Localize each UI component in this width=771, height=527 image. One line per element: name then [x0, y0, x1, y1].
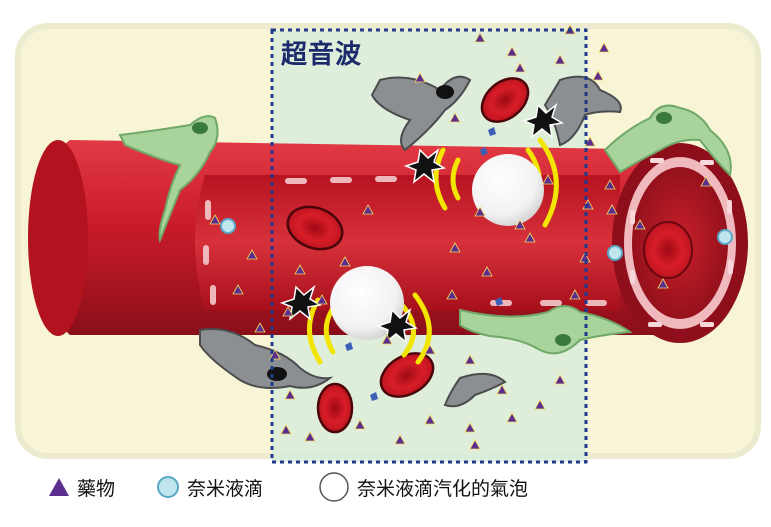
- triangle-icon: [49, 478, 69, 496]
- drug-triangle: [496, 384, 508, 395]
- drug-triangle: [284, 389, 296, 400]
- drug-triangle: [294, 264, 306, 275]
- legend-bubble-label: 奈米液滴汽化的氣泡: [357, 477, 529, 500]
- drug-triangle: [554, 54, 566, 65]
- legend-item-bubble: 奈米液滴汽化的氣泡: [318, 470, 528, 504]
- drug-triangle: [246, 249, 258, 260]
- drug-triangle: [424, 344, 436, 355]
- drug-triangle: [449, 112, 461, 123]
- drug-triangle: [381, 334, 393, 345]
- red-blood-cell: [643, 221, 693, 279]
- drug-triangle: [280, 424, 292, 435]
- drug-triangle: [254, 322, 266, 333]
- drug-triangle: [394, 434, 406, 445]
- drug-triangle: [474, 32, 486, 43]
- drug-fragments: [345, 127, 503, 401]
- drug-triangle: [506, 46, 518, 57]
- drug-molecules: [209, 24, 712, 450]
- legend: 藥物 奈米液滴 奈米液滴汽化的氣泡: [0, 470, 771, 510]
- drug-triangle: [464, 422, 476, 433]
- vessel-cross-section: [612, 143, 748, 343]
- macrophage-nucleus: [436, 85, 454, 99]
- nanodroplets: [220, 218, 733, 261]
- drug-triangle: [542, 174, 554, 185]
- drug-triangle: [316, 294, 328, 305]
- legend-nanodroplet-label: 奈米液滴: [187, 477, 264, 500]
- bubble-upper: [433, 137, 559, 228]
- pericyte-nucleus: [192, 122, 208, 134]
- ultrasound-zone-border: [270, 28, 588, 464]
- drug-triangle: [474, 206, 486, 217]
- cavitation-bursts: [279, 102, 565, 344]
- drug-triangle: [424, 414, 436, 425]
- legend-drug-label: 藥物: [77, 477, 116, 500]
- drug-triangle: [446, 289, 458, 300]
- drug-triangle: [282, 306, 294, 317]
- cyan-circle-icon: [157, 476, 179, 498]
- legend-item-nanodroplet: 奈米液滴: [156, 470, 263, 504]
- drug-triangle: [524, 232, 536, 243]
- drug-triangle: [534, 399, 546, 410]
- ultrasound-label: 超音波: [281, 40, 363, 70]
- drug-triangle: [414, 72, 426, 83]
- red-blood-cells: [286, 77, 530, 434]
- drug-triangle: [598, 42, 610, 53]
- drug-triangle: [464, 354, 476, 365]
- drug-triangle: [514, 62, 526, 73]
- drug-triangle: [362, 204, 374, 215]
- drug-triangle: [209, 214, 221, 225]
- drug-triangle: [700, 176, 712, 187]
- drug-triangle: [339, 256, 351, 267]
- drug-triangle: [604, 179, 616, 190]
- drug-triangle: [304, 431, 316, 442]
- pericyte-nucleus: [555, 334, 571, 346]
- drug-triangle: [554, 374, 566, 385]
- drug-triangle: [232, 284, 244, 295]
- drug-triangle: [569, 289, 581, 300]
- macrophage-nucleus: [267, 367, 287, 381]
- legend-item-drug: 藥物: [48, 470, 115, 504]
- drug-triangle: [657, 278, 669, 289]
- drug-triangle: [449, 242, 461, 253]
- drug-triangle: [354, 419, 366, 430]
- drug-triangle: [469, 439, 481, 450]
- drug-triangle: [514, 219, 526, 230]
- white-circle-icon: [319, 472, 349, 502]
- drug-triangle: [606, 204, 618, 215]
- drug-triangle: [481, 266, 493, 277]
- drug-triangle: [634, 219, 646, 230]
- drug-triangle: [269, 349, 281, 360]
- drug-triangle: [506, 412, 518, 423]
- pericyte-nucleus: [656, 112, 672, 124]
- drug-triangle: [592, 70, 604, 81]
